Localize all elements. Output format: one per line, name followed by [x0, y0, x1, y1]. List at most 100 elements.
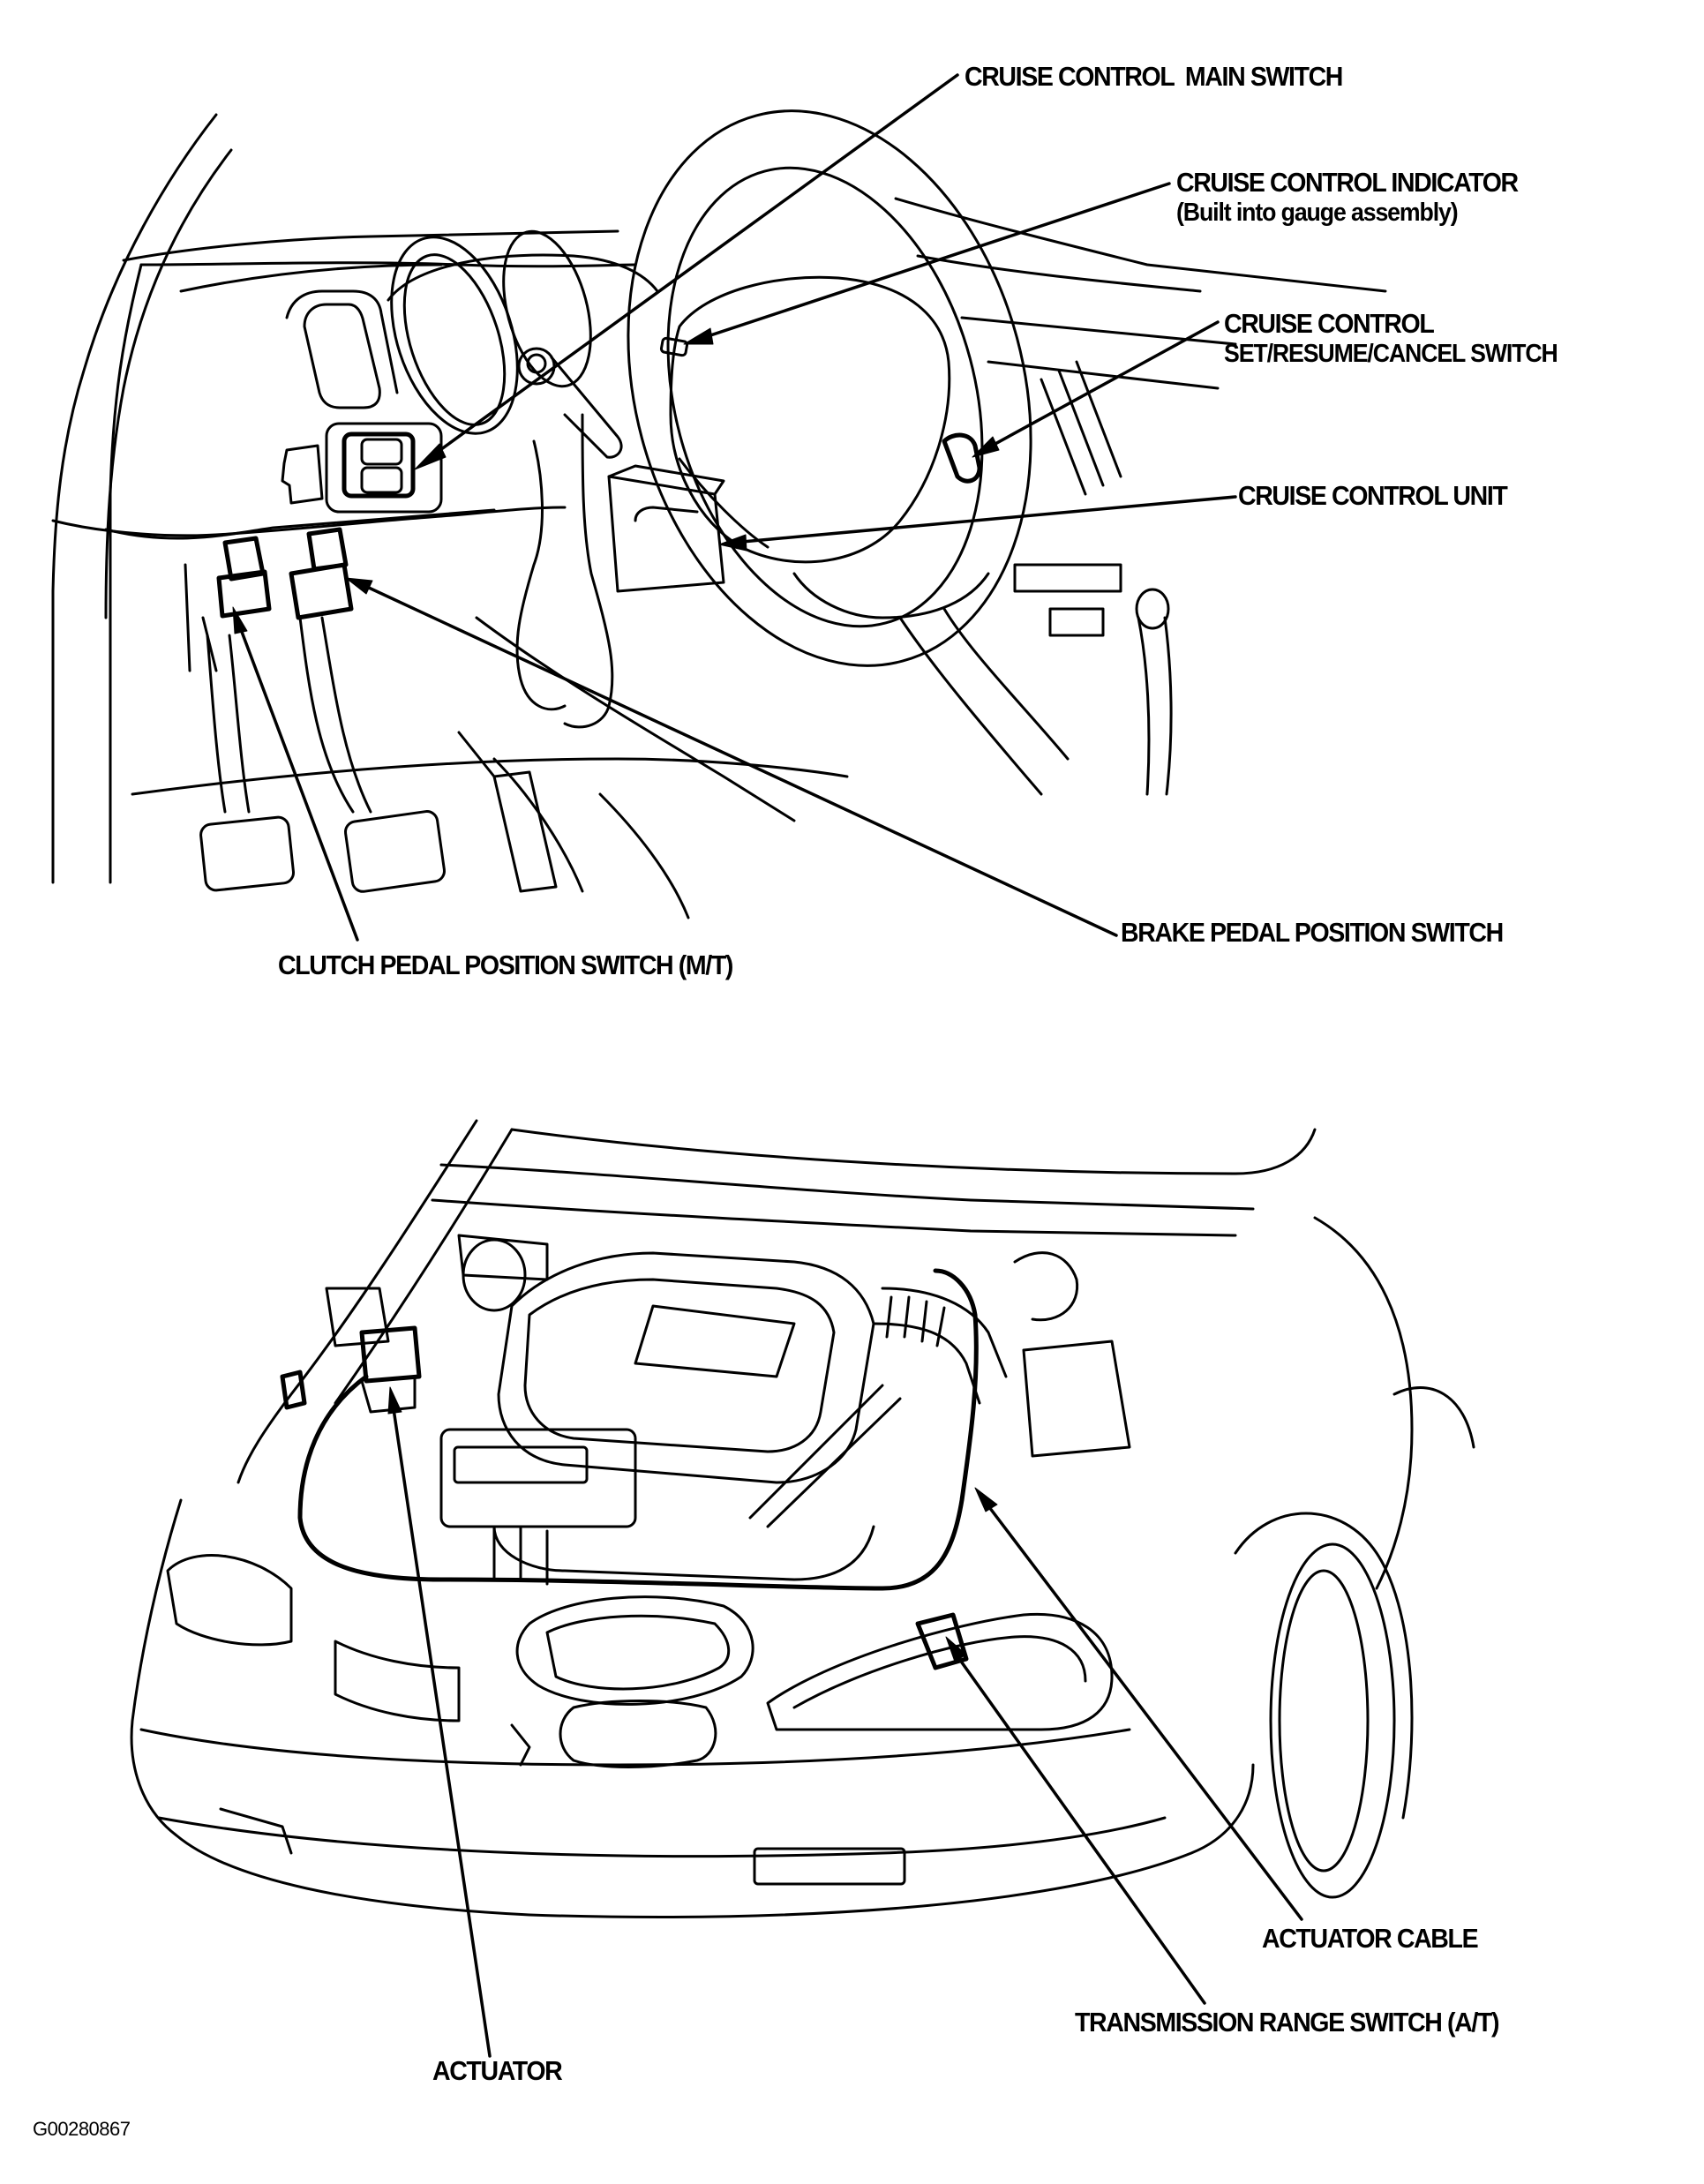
label-text: BRAKE PEDAL POSITION SWITCH [1121, 917, 1504, 948]
leader-transmission-range [951, 1648, 1206, 2005]
arrowhead-set-resume-cancel [972, 436, 1000, 458]
clutch-pedal-arm [206, 634, 251, 814]
cluster-hood [387, 253, 659, 302]
cruise-control-unit-top [607, 464, 725, 496]
footwell-curve [598, 792, 690, 919]
main-switch-bezel [325, 422, 443, 514]
right-wheel-inner [1278, 1569, 1370, 1873]
console-panel-2 [1048, 607, 1105, 637]
lower-dash-2 [104, 508, 496, 540]
right-dash-vent [1040, 360, 1122, 496]
left-vent-surround [285, 289, 399, 394]
hood-latch [510, 1723, 531, 1767]
arrowhead-control-unit [718, 534, 747, 552]
label-set-resume-cancel-switch: CRUISE CONTROL SET/RESUME/CANCEL SWITCH [1224, 309, 1558, 369]
brake-pedal-arm [298, 616, 372, 814]
right-fender [1313, 1216, 1414, 1590]
label-text: CRUISE CONTROL UNIT [1238, 480, 1508, 511]
label-cruise-control-main-switch: CRUISE CONTROL MAIN SWITCH [965, 61, 1343, 92]
hood-underside-2 [431, 1198, 1237, 1237]
windshield-base [122, 229, 619, 262]
label-cruise-control-indicator: CRUISE CONTROL INDICATOR (Built into gau… [1176, 167, 1519, 228]
leader-set-resume-cancel [982, 320, 1220, 452]
arrowhead-brake-switch [345, 577, 373, 595]
gear-lever [1137, 616, 1173, 796]
lower-dash [51, 506, 567, 537]
label-text: CRUISE CONTROL INDICATOR [1176, 167, 1519, 198]
figure-id: G00280867 [33, 2118, 131, 2140]
engine-plaque [634, 1304, 796, 1378]
door-trim [109, 263, 143, 884]
dash-upper-right [894, 197, 1387, 293]
center-console-left [898, 616, 1043, 796]
headlight-right-inner [792, 1635, 1087, 1709]
indicator-lamp [659, 336, 689, 357]
steering-wheel-inner [666, 166, 984, 628]
engine-bay-panel-drawing [130, 1119, 1475, 2058]
leader-control-unit [731, 495, 1237, 544]
hood-left-edge [236, 1119, 478, 1484]
hood-underside-1 [439, 1163, 1255, 1211]
brake-pedal-pad [343, 810, 446, 893]
label-subtext: (Built into gauge assembly) [1176, 199, 1459, 227]
a-pillar-inner [104, 148, 233, 619]
hood-left-edge-2 [334, 1128, 514, 1405]
cruise-control-unit-box [607, 475, 725, 593]
actuator-cable [297, 1268, 979, 1591]
label-cruise-control-unit: CRUISE CONTROL UNIT [1238, 480, 1508, 511]
label-actuator: ACTUATOR [432, 2056, 563, 2086]
arrowhead-main-switch [414, 443, 447, 470]
arrowhead-clutch-switch [232, 606, 248, 634]
intake-tube [748, 1384, 902, 1528]
label-brake-pedal-position-switch: BRAKE PEDAL POSITION SWITCH [1121, 917, 1504, 948]
main-switch-button-top [360, 438, 403, 466]
steering-spoke-lower [792, 572, 990, 619]
air-intake-left [559, 1700, 717, 1768]
left-vent [303, 303, 381, 409]
label-text: TRANSMISSION RANGE SWITCH (A/T) [1075, 2007, 1499, 2038]
intake-runners [492, 1525, 549, 1586]
steering-column-2 [563, 413, 614, 729]
air-intake-hose [872, 1287, 1008, 1405]
dash-right-line-3 [987, 360, 1220, 390]
engine-cover-inner [523, 1278, 836, 1453]
accelerator-arm [457, 731, 496, 778]
gauge-left-inner [402, 253, 507, 426]
srs-button [942, 432, 982, 484]
brake-switch [289, 527, 354, 620]
leader-indicator [695, 182, 1171, 341]
ignition-knob-inner [526, 353, 547, 374]
center-console-right [942, 607, 1070, 761]
footwell-curve-2 [492, 757, 584, 893]
gear-knob [1135, 588, 1170, 630]
arrowhead-transmission-range [945, 1636, 967, 1662]
strut-tower-right [1013, 1251, 1079, 1322]
headlight-right [766, 1612, 1114, 1731]
interior-panel-drawing [51, 73, 1387, 942]
console-panel [1013, 563, 1122, 593]
fog-light-left [219, 1807, 293, 1855]
leader-actuator [391, 1401, 492, 2058]
arrowhead-indicator [683, 327, 714, 345]
actuator-bracket [280, 1370, 307, 1410]
leader-actuator-cable [982, 1498, 1303, 1921]
front-outline [130, 1498, 1255, 1918]
label-actuator-cable: ACTUATOR CABLE [1262, 1923, 1479, 1954]
label-text: CRUISE CONTROL MAIN SWITCH [965, 61, 1343, 92]
steering-hub [669, 275, 951, 564]
actuator-body [359, 1325, 422, 1384]
right-fender-2 [1392, 1386, 1475, 1449]
label-clutch-pedal-position-switch: CLUTCH PEDAL POSITION SWITCH (M/T) [278, 950, 733, 980]
clutch-switch [216, 536, 272, 619]
leader-clutch-switch [235, 616, 359, 942]
arrowhead-actuator-cable [974, 1487, 998, 1512]
a-pillar-outline [51, 113, 218, 884]
cruise-control-unit-face [634, 506, 699, 522]
leader-brake-switch [356, 581, 1118, 937]
reservoir-cap [462, 1238, 527, 1312]
steering-wheel-outer [627, 109, 1032, 667]
bumper-top [139, 1728, 1131, 1767]
clutch-bracket [184, 563, 218, 672]
label-text: ACTUATOR CABLE [1262, 1923, 1479, 1954]
